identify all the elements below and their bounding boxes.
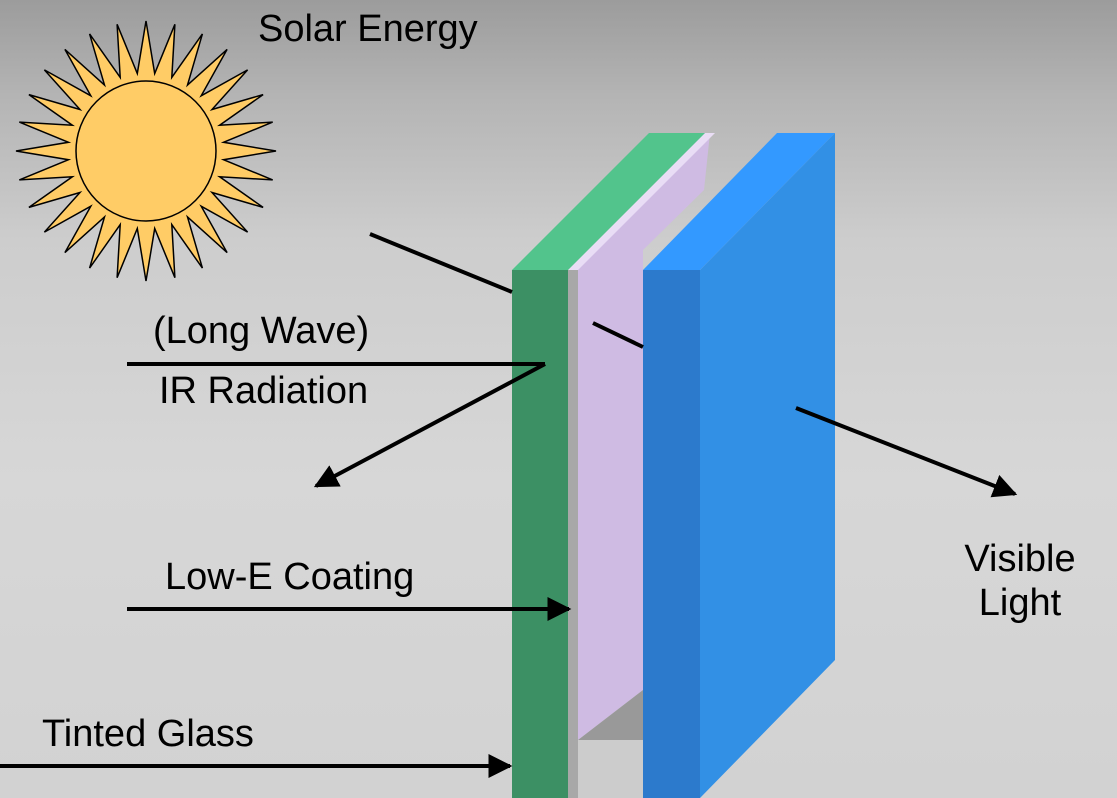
- coating-edge-top: [568, 133, 715, 270]
- label-long-wave: (Long Wave): [153, 310, 370, 352]
- label-ir-radiation: IR Radiation: [159, 370, 369, 412]
- coating-edge-strip: [568, 270, 578, 798]
- tinted-glass-pane: [512, 133, 705, 798]
- clear-glass-top: [643, 133, 835, 270]
- clear-glass-front: [643, 270, 700, 798]
- tinted-glass-front: [512, 270, 568, 798]
- coating-base: [578, 740, 643, 798]
- sun-icon: [15, 20, 277, 282]
- low-e-coating-layer: [568, 133, 715, 798]
- incoming-solar-line-lower: [592, 321, 644, 349]
- sun-disc: [75, 80, 217, 222]
- label-solar-energy: Solar Energy: [258, 8, 478, 50]
- label-low-e-coating: Low-E Coating: [165, 556, 415, 598]
- tinted-glass-top: [512, 133, 705, 270]
- ir-reflection-arrow: [313, 362, 546, 488]
- coating-shadow: [578, 690, 643, 740]
- label-visible-line2: Light: [978, 581, 1062, 624]
- clear-glass-side: [700, 133, 835, 798]
- label-visible-light: Visible Light: [950, 538, 1090, 625]
- clear-glass-pane: [643, 133, 835, 798]
- visible-light-arrow: [795, 406, 1018, 498]
- coating-side: [578, 270, 643, 740]
- label-tinted-glass: Tinted Glass: [42, 713, 254, 755]
- incoming-solar-line-upper: [369, 232, 513, 294]
- label-visible-line1: Visible: [964, 538, 1076, 580]
